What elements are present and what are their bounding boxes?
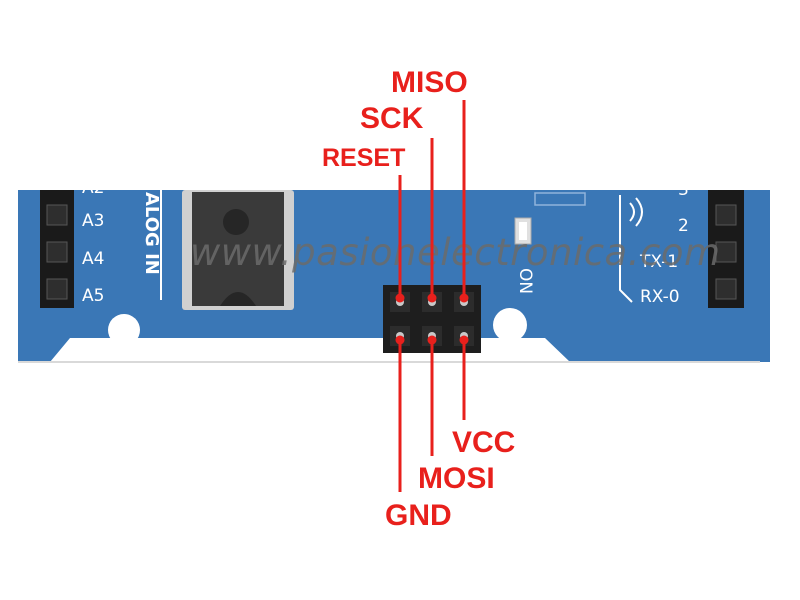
header-pin bbox=[715, 278, 737, 300]
mounting-hole bbox=[108, 314, 140, 346]
chip-notch bbox=[223, 209, 249, 235]
icsp-pin-miso bbox=[460, 298, 468, 306]
right-pin-header bbox=[708, 190, 744, 308]
arduino-board: A2 A3 A4 A5 ALOG IN ON bbox=[18, 178, 770, 363]
dip-chip-icon bbox=[182, 190, 294, 310]
mounting-hole bbox=[493, 308, 527, 342]
icsp-pin-reset bbox=[396, 298, 404, 306]
header-pin bbox=[46, 278, 68, 300]
left-pin-header bbox=[40, 190, 74, 308]
pin-label-a4: A4 bbox=[82, 249, 104, 269]
icsp-pin-mosi bbox=[428, 332, 436, 340]
pin-label-tx: TX-1 bbox=[639, 252, 678, 272]
watermark: www.pasionelectronica.com bbox=[190, 231, 721, 274]
header-pin bbox=[715, 204, 737, 226]
header-pin bbox=[715, 241, 737, 263]
led-lens bbox=[519, 222, 527, 240]
label-vcc: VCC bbox=[452, 426, 515, 459]
icsp-pin-sck bbox=[428, 298, 436, 306]
analog-in-label: ALOG IN bbox=[141, 192, 162, 275]
pin-label-a3: A3 bbox=[82, 211, 104, 231]
icsp-pin-gnd bbox=[396, 332, 404, 340]
pin-label-rx: RX-0 bbox=[640, 287, 680, 307]
arc bbox=[635, 197, 643, 227]
label-reset: RESET bbox=[322, 144, 405, 172]
pin-label-3: 3 bbox=[678, 180, 689, 200]
wifi-arc-icon bbox=[629, 197, 643, 227]
header-pin bbox=[46, 241, 68, 263]
icsp-pin-vcc bbox=[460, 332, 468, 340]
silk-bracket bbox=[619, 195, 633, 303]
pin-label-2: 2 bbox=[678, 216, 689, 236]
pin-label-a2: A2 bbox=[82, 178, 104, 198]
silk-outline bbox=[534, 192, 586, 206]
label-mosi: MOSI bbox=[418, 462, 495, 495]
chip-notch-bottom bbox=[220, 292, 256, 306]
header-pin bbox=[46, 204, 68, 226]
power-led-label: ON bbox=[515, 268, 535, 294]
label-miso: MISO bbox=[391, 66, 468, 99]
pin-label-a5: A5 bbox=[82, 286, 104, 306]
label-sck: SCK bbox=[360, 102, 424, 135]
label-gnd: GND bbox=[385, 499, 452, 532]
arc bbox=[629, 202, 635, 222]
led-icon bbox=[514, 217, 532, 245]
pin-arrows bbox=[395, 100, 469, 492]
